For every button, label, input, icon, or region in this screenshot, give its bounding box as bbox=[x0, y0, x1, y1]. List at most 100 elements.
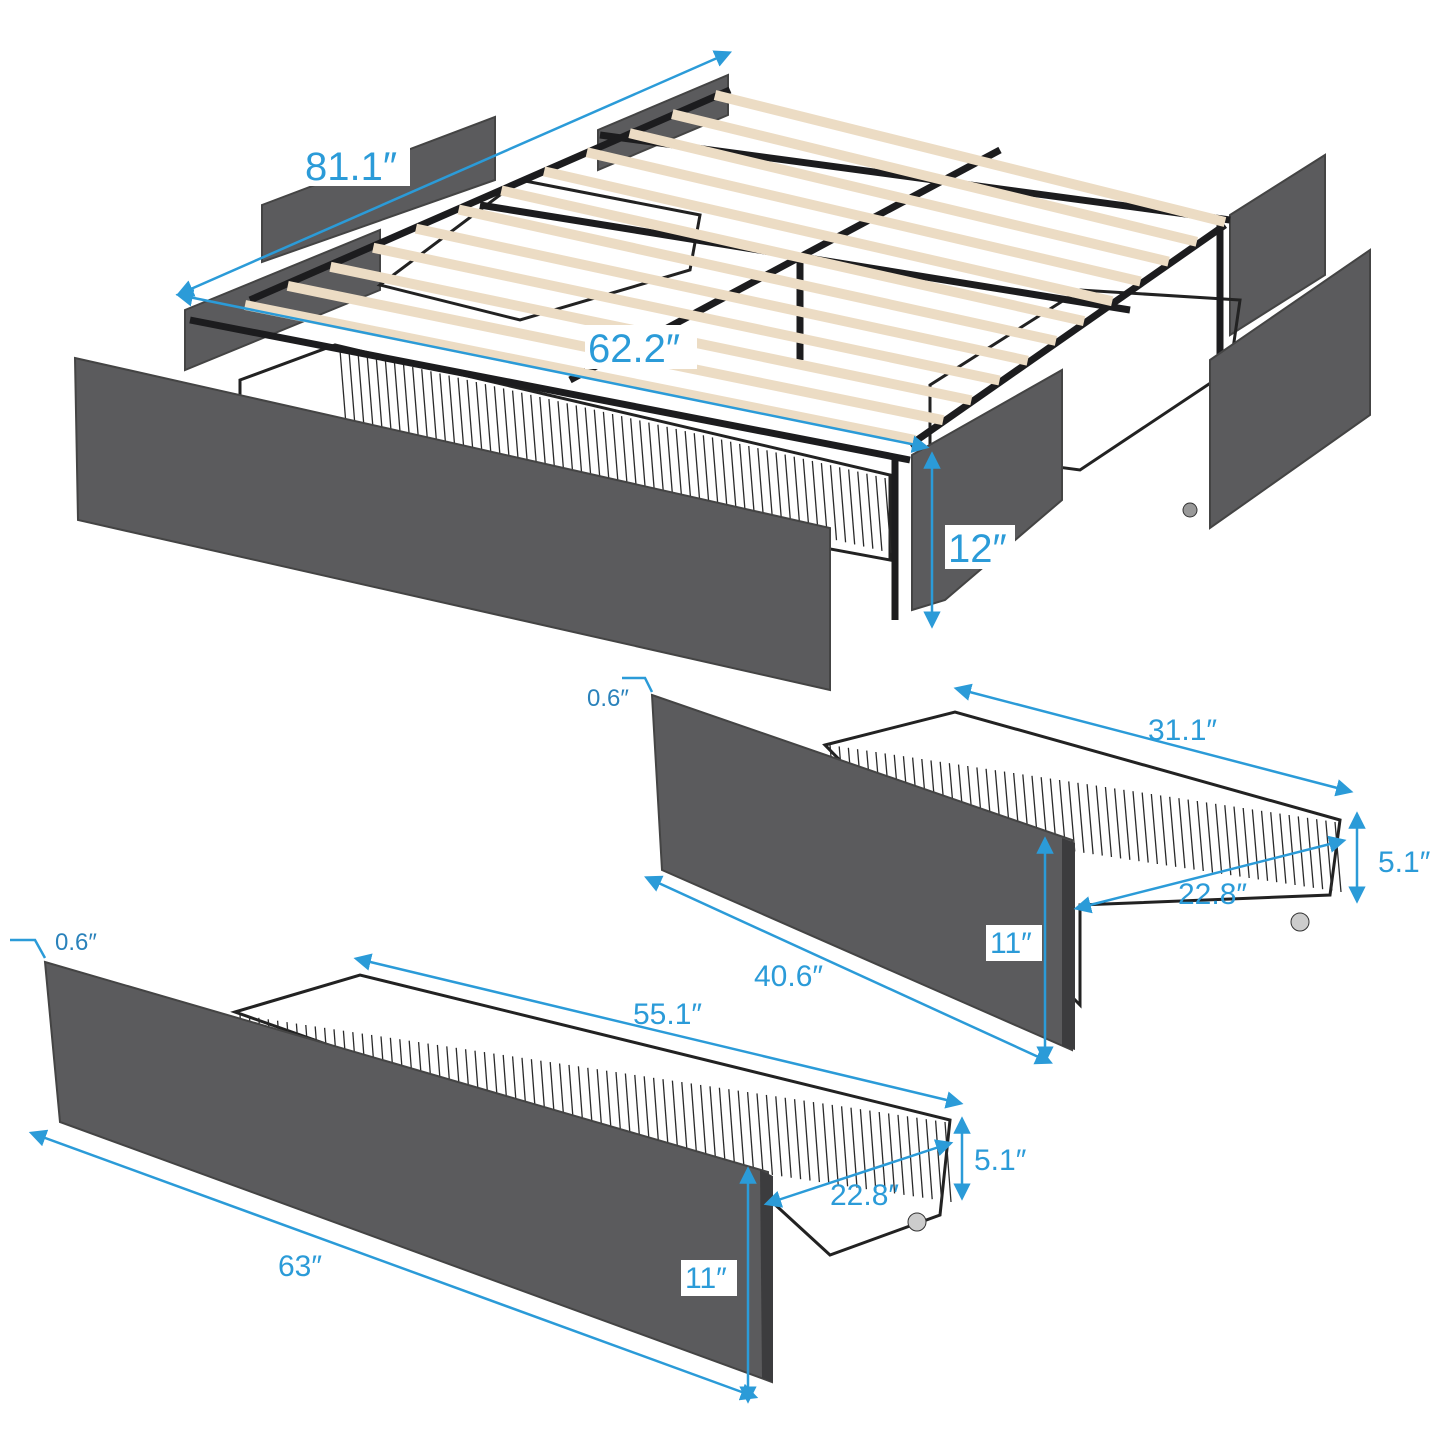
basket-wire bbox=[812, 1101, 821, 1183]
basket-wire bbox=[1288, 814, 1296, 886]
basket-wire bbox=[421, 369, 429, 445]
basket-wire bbox=[639, 420, 647, 496]
small-basket-length-line bbox=[953, 683, 1354, 797]
basket-wire bbox=[802, 458, 810, 534]
bed-length-label: 81.1″ bbox=[305, 145, 397, 189]
right-drawer-panel bbox=[1209, 248, 1371, 530]
basket-wire bbox=[1196, 800, 1204, 872]
basket-wire bbox=[729, 441, 738, 517]
basket-wire bbox=[1325, 820, 1333, 891]
basket-wire bbox=[457, 377, 465, 453]
basket-wire bbox=[709, 1086, 717, 1167]
large-drawer: 0.6″ 55.1″ 5.1″ 22.8″ 63″ 11″ bbox=[10, 929, 1027, 1404]
basket-wire bbox=[748, 445, 756, 522]
caster-wheel bbox=[1182, 502, 1198, 518]
small-panel-height-label: 11″ bbox=[990, 927, 1032, 960]
basket-wire bbox=[1159, 795, 1168, 866]
basket-wire bbox=[412, 367, 420, 443]
basket-wire bbox=[866, 473, 874, 549]
basket-wire bbox=[746, 1091, 755, 1173]
wood-slat bbox=[414, 223, 1029, 366]
basket-wire bbox=[784, 1097, 792, 1178]
small-drawer-panel bbox=[650, 693, 1073, 1052]
basket-wire bbox=[765, 1094, 774, 1175]
basket-wire bbox=[439, 373, 447, 449]
basket-wire bbox=[630, 418, 638, 494]
basket-wire bbox=[756, 1093, 764, 1174]
basket-wire bbox=[348, 352, 356, 428]
front-drawer-panel bbox=[73, 356, 831, 692]
bed-width-dimension-line bbox=[175, 289, 930, 453]
basket-wire bbox=[822, 1103, 830, 1184]
basket-wire bbox=[820, 463, 829, 539]
bed-dimensions: 81.1″ 62.2″ 12″ bbox=[175, 50, 1015, 629]
right-front-panel bbox=[911, 368, 1063, 612]
basket-wire bbox=[775, 452, 783, 528]
bed-length-dimension-line bbox=[175, 50, 733, 297]
wood-slat bbox=[500, 185, 1086, 326]
basket-wire bbox=[1086, 784, 1094, 855]
basket-wire bbox=[484, 384, 492, 460]
large-drawer-thickness-label: 0.6″ bbox=[55, 929, 97, 956]
basket-wire bbox=[611, 413, 620, 490]
basket-wire bbox=[1150, 793, 1159, 865]
bed-width-label: 62.2″ bbox=[588, 327, 680, 371]
basket-wire bbox=[916, 1117, 924, 1198]
basket-wire bbox=[875, 475, 883, 551]
basket-wire bbox=[829, 465, 838, 541]
basket-wire bbox=[466, 379, 474, 455]
basket-wire bbox=[1224, 805, 1232, 876]
small-panel-length-label: 40.6″ bbox=[754, 960, 823, 993]
basket-wire bbox=[493, 386, 502, 462]
basket-wire bbox=[575, 405, 583, 481]
wood-slat bbox=[457, 204, 1057, 346]
basket-wire bbox=[1113, 788, 1122, 859]
basket-wire bbox=[375, 358, 383, 434]
basket-wire bbox=[838, 467, 847, 543]
basket-wire bbox=[648, 422, 656, 498]
basket-wire bbox=[840, 1106, 849, 1187]
basket-wire bbox=[934, 1120, 943, 1201]
basket-wire bbox=[530, 394, 538, 470]
basket-wire bbox=[718, 1087, 727, 1168]
basket-wire bbox=[1260, 810, 1269, 881]
basket-wire bbox=[393, 362, 402, 438]
wood-slat bbox=[713, 90, 1227, 227]
basket-wire bbox=[766, 450, 774, 526]
basket-wire bbox=[584, 407, 592, 483]
basket-wire bbox=[811, 460, 819, 536]
basket-wire bbox=[339, 349, 347, 426]
basket-wire bbox=[803, 1100, 811, 1181]
basket-wire bbox=[1077, 782, 1085, 853]
basket-wire bbox=[602, 411, 611, 487]
basket-wire bbox=[657, 424, 665, 500]
basket-wire bbox=[1270, 812, 1278, 883]
basket-wire bbox=[1095, 785, 1103, 856]
basket-wire bbox=[728, 1089, 736, 1170]
basket-wire bbox=[502, 388, 511, 464]
basket-wire bbox=[1205, 802, 1214, 873]
basket-wire bbox=[859, 1109, 868, 1190]
large-basket-height-label: 5.1″ bbox=[974, 1144, 1027, 1177]
basket-wire bbox=[366, 356, 374, 432]
basket-wire bbox=[566, 403, 574, 479]
small-drawer-thickness-label: 0.6″ bbox=[587, 685, 629, 712]
basket-wire bbox=[848, 469, 856, 545]
basket-wire bbox=[1169, 796, 1177, 867]
basket-wire bbox=[1104, 786, 1113, 858]
small-drawer: 0.6″ 31.1″ 5.1″ 22.8″ 11″ 40.6″ bbox=[587, 676, 1431, 1065]
small-basket-depth-label: 22.8″ bbox=[1178, 878, 1247, 911]
basket-wire bbox=[1141, 792, 1149, 863]
basket-wire bbox=[1306, 817, 1315, 888]
basket-wire bbox=[793, 1099, 802, 1180]
basket-wire bbox=[593, 409, 601, 485]
basket-wire bbox=[1123, 789, 1131, 860]
basket-wire bbox=[1214, 803, 1223, 874]
basket-wire bbox=[357, 354, 365, 430]
basket-wire bbox=[831, 1104, 839, 1185]
basket-wire bbox=[402, 364, 411, 440]
basket-wire bbox=[784, 454, 792, 530]
basket-wire bbox=[793, 456, 801, 532]
basket-wire bbox=[739, 443, 747, 519]
basket-wire bbox=[430, 371, 438, 447]
